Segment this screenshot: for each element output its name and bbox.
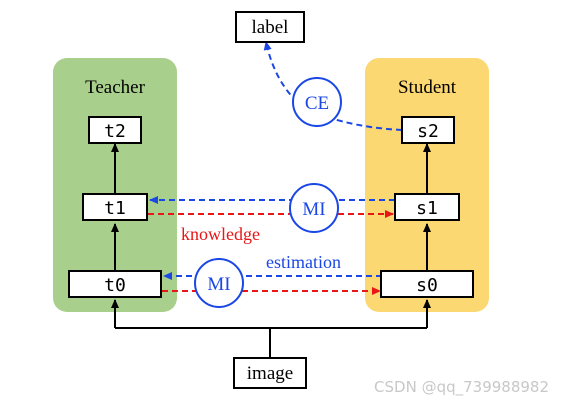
image-box (233, 357, 307, 389)
mi-circle-bottom-label: MI (207, 274, 230, 295)
t1-box (82, 193, 148, 221)
knowledge-label: knowledge (181, 224, 260, 244)
t0-node-text: t0 (104, 275, 126, 296)
s0-node-text: s0 (416, 275, 438, 296)
ce-circle (292, 77, 342, 127)
s2-box (401, 116, 455, 144)
ce-circle-label: CE (305, 93, 329, 114)
label-node-text: label (252, 17, 289, 38)
mi-circle-bottom (194, 258, 244, 308)
s2-node-text: s2 (417, 121, 439, 142)
s0-box (380, 270, 474, 298)
label-box (235, 11, 305, 43)
mi-circle-top (289, 183, 339, 233)
t2-box (88, 116, 142, 144)
teacher-panel-label: Teacher (85, 77, 146, 98)
ce-arrow-s2-label (263, 41, 403, 131)
t1-node-text: t1 (104, 198, 126, 219)
t2-node-text: t2 (104, 121, 126, 142)
image-node-text: image (247, 363, 293, 384)
student-panel-label: Student (398, 77, 457, 98)
estimation-label: estimation (266, 252, 341, 272)
s1-node-text: s1 (416, 198, 438, 219)
watermark: CSDN @qq_739988982 (374, 378, 549, 397)
mi-circle-top-label: MI (302, 199, 325, 220)
s1-box (394, 193, 460, 221)
t0-box (68, 270, 162, 298)
